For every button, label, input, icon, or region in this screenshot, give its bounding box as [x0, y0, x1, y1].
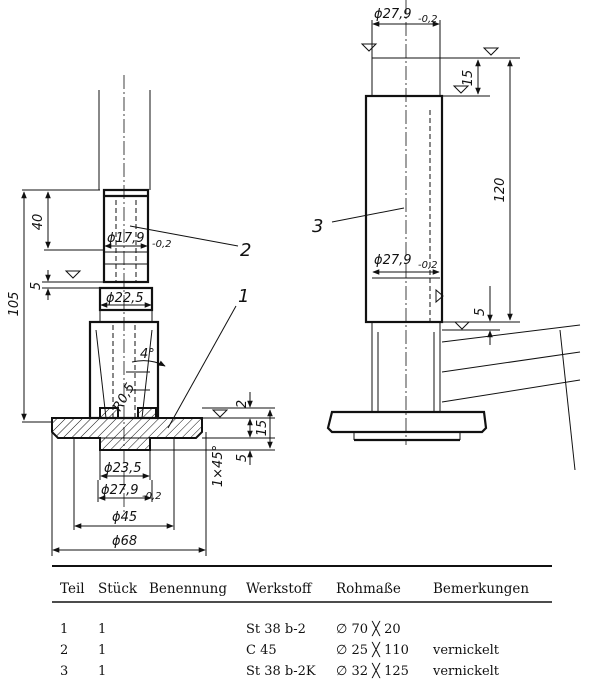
dim-phi23-label: ϕ23,5 [104, 461, 142, 476]
dim-phi22-label: ϕ22,5 [106, 291, 144, 306]
row-1-teil: 1 [60, 622, 68, 637]
base-plate-right [326, 410, 488, 442]
dim-15-right-label: 15 [461, 70, 476, 87]
surface-finish-icon [482, 47, 500, 56]
row-1-stueck: 1 [98, 622, 106, 637]
surface-finish-icon [211, 409, 229, 418]
table-row: 2 1 C 45 ∅ 25 ╳ 110 vernickelt [60, 641, 500, 658]
row-3-bemerkung: vernickelt [432, 664, 500, 679]
row-2-teil: 2 [60, 643, 68, 658]
callout-3: 3 [312, 216, 323, 237]
dim-15-label: 15 [255, 420, 270, 437]
dim-phi-17-9: ϕ17,9 -0,2 [104, 231, 172, 250]
dim-phi68-label: ϕ68 [112, 534, 137, 549]
table-header-rohmasse: Rohmaße [336, 581, 401, 597]
dim-phi27-label: ϕ27,9 [101, 483, 139, 498]
dim-radius-label: R0,5 [110, 381, 138, 414]
dim-phi-27-9-top: ϕ27,9 -0,2 [360, 7, 500, 56]
table-header-werkstoff: Werkstoff [246, 581, 313, 597]
leader-line-3 [331, 207, 405, 223]
dim-5-left: 5 [29, 270, 104, 300]
pin-part-3 [364, 30, 444, 412]
row-3-rohmasse: ∅ 32 ╳ 125 [336, 662, 409, 679]
dim-5-right-label: 5 [473, 308, 488, 316]
table-header-benennung: Benennung [149, 581, 227, 597]
dim-mid-label: ϕ27,9 [374, 253, 412, 268]
dim-40-label: 40 [31, 214, 46, 231]
parts-table: Teil Stück Benennung Werkstoff Rohmaße B… [52, 565, 552, 679]
dim-15-right: 15 [440, 57, 520, 97]
table-row: 1 1 St 38 b-2 ∅ 70 ╳ 20 [60, 620, 401, 637]
table-header-stueck: Stück [98, 581, 138, 597]
callout-1: 1 [238, 286, 249, 307]
left-assembly-view: 105 40 5 ϕ17,9 -0,2 ϕ22,5 4° [7, 75, 275, 556]
leader-line-1 [167, 305, 237, 429]
dim-105: 105 [7, 189, 100, 423]
surface-finish-icon [452, 85, 470, 94]
frame-lines [441, 324, 581, 471]
row-2-rohmasse: ∅ 25 ╳ 110 [336, 641, 409, 658]
dim-40: 40 [31, 191, 104, 251]
table-header-bemerkungen: Bemerkungen [433, 581, 529, 597]
dim-angle-label: 4° [140, 347, 155, 362]
dim-2-label: 2 [235, 400, 250, 408]
row-1-rohmasse: ∅ 70 ╳ 20 [336, 620, 401, 637]
row-2-werkstoff: C 45 [246, 643, 277, 658]
dim-120: 120 [442, 59, 520, 323]
dim-chamfer-label: 1×45° [211, 445, 226, 487]
dim-phi17-label: ϕ17,9 [107, 231, 145, 246]
row-3-stueck: 1 [98, 664, 106, 679]
pin-part-2 [98, 90, 151, 284]
dim-5a-label: 5 [29, 282, 44, 290]
dim-top-label: ϕ27,9 [374, 7, 412, 22]
row-2-bemerkung: vernickelt [432, 643, 500, 658]
callout-2: 2 [240, 240, 251, 261]
dim-phi27-tol: -0,2 [142, 491, 162, 502]
row-1-werkstoff: St 38 b-2 [246, 622, 306, 637]
dim-5b-label: 5 [235, 454, 250, 462]
dim-phi-23-5: ϕ23,5 [99, 450, 151, 480]
leader-line-2 [129, 225, 239, 247]
dim-120-label: 120 [493, 178, 508, 203]
surface-finish-icon [360, 43, 378, 52]
row-2-stueck: 1 [98, 643, 106, 658]
surface-finish-icon [64, 270, 82, 279]
surface-finish-icon [435, 288, 444, 304]
table-row: 3 1 St 38 b-2K ∅ 32 ╳ 125 vernickelt [60, 662, 500, 679]
row-3-teil: 3 [60, 664, 68, 679]
dim-phi-27-9-left: ϕ27,9 -0,2 [97, 480, 162, 502]
dim-phi45-label: ϕ45 [112, 510, 137, 525]
dim-105-label: 105 [7, 292, 22, 317]
surface-finish-icon [453, 321, 471, 330]
dim-mid-tol: -0,2 [418, 260, 438, 271]
row-3-werkstoff: St 38 b-2K [246, 664, 316, 679]
dim-phi17-tol: -0,2 [152, 239, 172, 250]
dims-right-of-base: 2 15 5 1×45° [150, 392, 275, 487]
dim-phi-45: ϕ45 [73, 438, 175, 530]
dim-phi-68: ϕ68 [51, 432, 207, 556]
dim-5-right: 5 [435, 286, 500, 345]
dim-top-tol: -0,2 [418, 14, 438, 25]
dim-phi-22-5: ϕ22,5 [100, 291, 152, 308]
table-header-teil: Teil [60, 581, 85, 597]
right-assembly-view: ϕ27,9 -0,2 15 120 5 [312, 0, 581, 471]
dim-phi-27-9-mid: ϕ27,9 -0,2 [372, 253, 440, 275]
